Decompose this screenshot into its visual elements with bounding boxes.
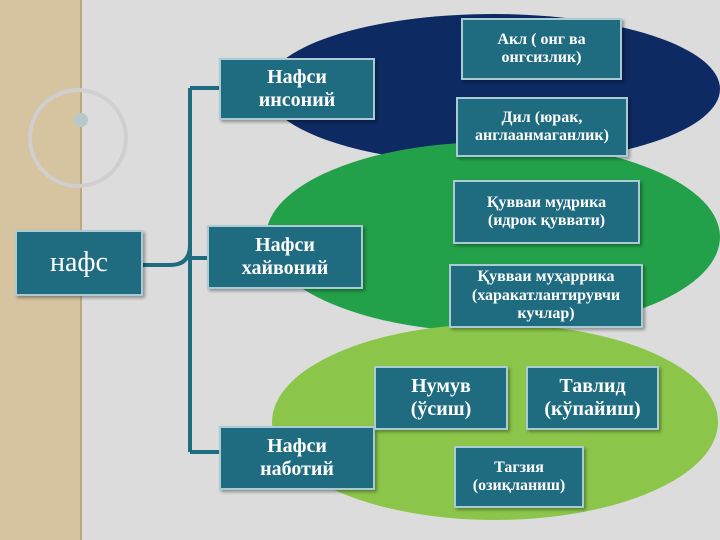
node-quvvai-muharrika: Қувваи муҳаррика (харакатлантирувчи кучл… xyxy=(449,264,643,328)
node-tagziya: Тагзия (озиқланиш) xyxy=(454,446,584,508)
node-numuv: Нумув (ўсиш) xyxy=(374,366,508,430)
background-dot-decoration xyxy=(74,113,88,127)
node-quvvai-mudrika: Қувваи мудрика (идрок қуввати) xyxy=(453,180,640,244)
background-ring-decoration xyxy=(28,88,128,188)
node-nafsi-hayvoniy: Нафси хайвоний xyxy=(207,225,363,289)
connector-to-insoniy xyxy=(169,86,219,267)
node-nafsi-nabotiy: Нафси наботий xyxy=(219,426,375,490)
node-aql: Акл ( онг ва онгсизлик) xyxy=(461,18,622,80)
node-dil: Дил (юрак, англаанмаганлик) xyxy=(456,97,628,157)
node-nafs-root: нафс xyxy=(15,230,143,296)
node-tavlid: Тавлид (кўпайиш) xyxy=(526,366,659,430)
node-nafsi-insoniy: Нафси инсоний xyxy=(219,58,375,120)
